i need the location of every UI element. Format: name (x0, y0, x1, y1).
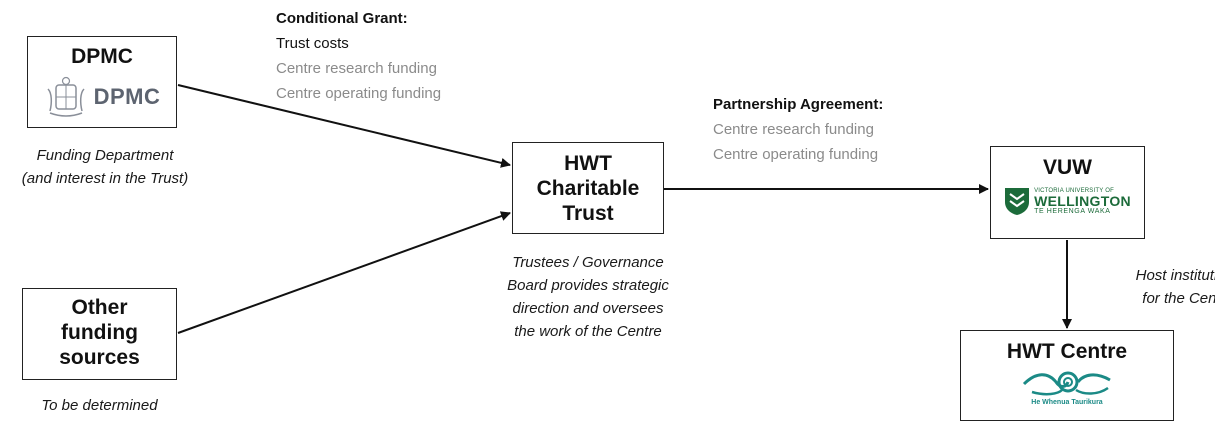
vuw-logo: VICTORIA UNIVERSITY OF WELLINGTON TE HER… (991, 186, 1144, 216)
other-title-line-3: sources (59, 346, 140, 369)
arrow-dpmc-to-trust (177, 84, 511, 168)
conditional-grant-item: Trust costs (276, 35, 349, 52)
trust-caption: Trustees / Governance Board provides str… (470, 251, 706, 343)
dpmc-logo-text: DPMC (93, 84, 161, 109)
coat-of-arms-icon (47, 76, 85, 117)
trust-caption-line-1: Trustees / Governance (512, 254, 664, 271)
vuw-title: VUW (1043, 156, 1092, 179)
other-title-line-1: Other (71, 296, 128, 319)
vuw-logo-line-1: VICTORIA UNIVERSITY OF (1034, 187, 1114, 194)
other-title-line-2: funding (61, 321, 138, 344)
trust-title-line-3: Trust (562, 202, 614, 225)
vuw-caption-line-1: Host institution (1135, 267, 1215, 284)
partnership-heading: Partnership Agreement: (713, 96, 884, 113)
conditional-grant-item: Centre operating funding (276, 85, 442, 102)
dpmc-caption: Funding Department (and interest in the … (0, 144, 210, 190)
conditional-grant-heading: Conditional Grant: (276, 10, 408, 27)
dpmc-logo: DPMC (28, 75, 176, 119)
centre-logo: He Whenua Taurikura (961, 368, 1173, 406)
hwt-centre-box: HWT Centre He Whenua Taurikura (960, 330, 1174, 421)
centre-title: HWT Centre (1006, 340, 1128, 363)
conditional-grant-item: Centre research funding (276, 60, 437, 77)
vuw-logo-line-3: TE HERENGA WAKA (1034, 207, 1111, 215)
swirl-icon (1022, 371, 1111, 396)
vuw-caption-line-2: for the Centre (1142, 290, 1215, 307)
trust-title-line-1: HWT (564, 152, 612, 175)
conditional-grant-label: Conditional Grant: Trust costs Centre re… (276, 7, 441, 106)
centre-logo-text: He Whenua Taurikura (1031, 399, 1103, 406)
trust-caption-line-3: direction and oversees (512, 300, 664, 317)
partnership-item: Centre operating funding (713, 146, 879, 163)
vuw-box: VUW VICTORIA UNIVERSITY OF WELLINGTON TE… (990, 146, 1145, 239)
vuw-logo-line-2: WELLINGTON (1034, 192, 1131, 209)
dpmc-title: DPMC (71, 45, 133, 68)
vuw-caption: Host institution for the Centre (1084, 264, 1215, 310)
dpmc-caption-line-1: Funding Department (36, 147, 174, 164)
dpmc-box: DPMC DPMC (27, 36, 177, 128)
hwt-trust-box: HWT Charitable Trust (512, 142, 664, 234)
vuw-shield-icon (1005, 188, 1030, 215)
dpmc-caption-line-2: (and interest in the Trust) (21, 170, 189, 187)
other-caption: To be determined (41, 397, 158, 414)
other-funding-box: Other funding sources (22, 288, 177, 380)
trust-caption-line-4: the work of the Centre (514, 323, 662, 340)
vuw-logo-text: VICTORIA UNIVERSITY OF WELLINGTON TE HER… (1034, 188, 1131, 215)
trust-title-line-2: Charitable (536, 177, 640, 200)
trust-caption-line-2: Board provides strategic (507, 277, 669, 294)
partnership-item: Centre research funding (713, 121, 874, 138)
partnership-agreement-label: Partnership Agreement: Centre research f… (713, 93, 883, 167)
arrow-other-to-trust (177, 211, 511, 334)
